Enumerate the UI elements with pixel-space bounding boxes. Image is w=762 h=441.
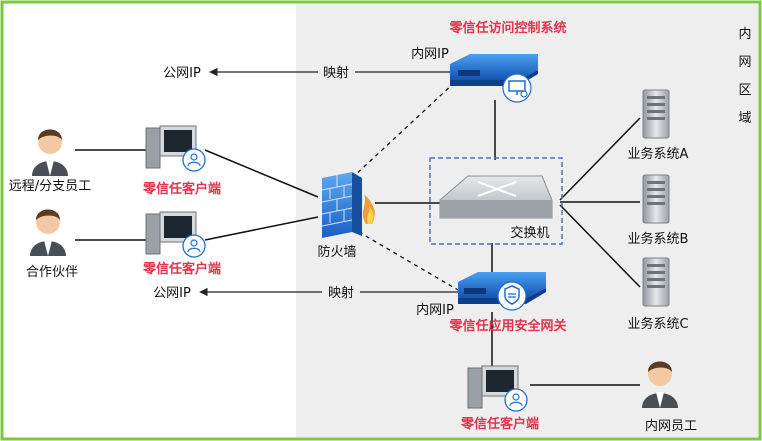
user-badge-icon [190, 239, 198, 247]
switch-to-bizA-line [559, 117, 641, 201]
firewall-icon [321, 172, 375, 238]
switch-label: 交换机 [510, 225, 549, 241]
shield-icon [504, 285, 520, 305]
client-computer-2-icon [145, 211, 206, 258]
partner-person-icon [30, 209, 66, 256]
inner-ip-label-bottom: 内网IP [416, 302, 454, 318]
gear-icon [520, 90, 528, 98]
remote-employee-label: 远程/分支员工 [9, 179, 91, 194]
business-server-c-icon [642, 257, 670, 307]
mapping-label-top: 映射 [323, 65, 349, 81]
user-badge-icon [512, 393, 520, 401]
business-system-a-label: 业务系统A [628, 146, 689, 162]
access-control-device-icon [450, 54, 538, 103]
zone-char-3: 区 [738, 83, 751, 98]
client1-label: 零信任客户端 [142, 181, 221, 197]
mapping-label-bottom: 映射 [328, 285, 354, 301]
business-system-b-label: 业务系统B [628, 231, 689, 247]
client1-to-firewall-line [204, 149, 319, 198]
zone-char-2: 网 [738, 55, 751, 70]
internal-employee-person-icon [642, 361, 678, 408]
app-gateway-label: 零信任应用安全网关 [448, 318, 566, 334]
business-system-c-label: 业务系统C [627, 316, 688, 332]
firewall-label: 防火墙 [317, 244, 356, 260]
business-server-b-icon [642, 174, 670, 224]
switch-to-bizC-line [559, 204, 641, 288]
switch-icon [439, 175, 553, 219]
business-server-a-icon [642, 89, 670, 139]
client2-to-firewall-line [204, 216, 319, 241]
client3-label: 零信任客户端 [460, 416, 539, 432]
access-control-system-label: 零信任访问控制系统 [448, 20, 566, 36]
inner-ip-label-top: 内网IP [411, 46, 449, 62]
client-computer-1-icon [145, 125, 206, 172]
client-computer-3-icon [467, 365, 528, 412]
zone-char-4: 域 [738, 111, 751, 126]
app-gateway-device-icon [458, 272, 546, 311]
internal-employee-label: 内网员工 [645, 418, 697, 434]
public-ip-label-bottom: 公网IP [153, 286, 191, 301]
client2-label: 零信任客户端 [142, 261, 221, 277]
user-badge-icon [190, 153, 198, 161]
zone-char-1: 内 [738, 26, 751, 42]
switch-dashed-box [429, 157, 563, 245]
remote-employee-person-icon [32, 129, 68, 176]
public-ip-label-top: 公网IP [163, 66, 201, 81]
intranet-zone-label: 内 网 区 域 [738, 26, 751, 126]
partner-label: 合作伙伴 [26, 265, 78, 280]
